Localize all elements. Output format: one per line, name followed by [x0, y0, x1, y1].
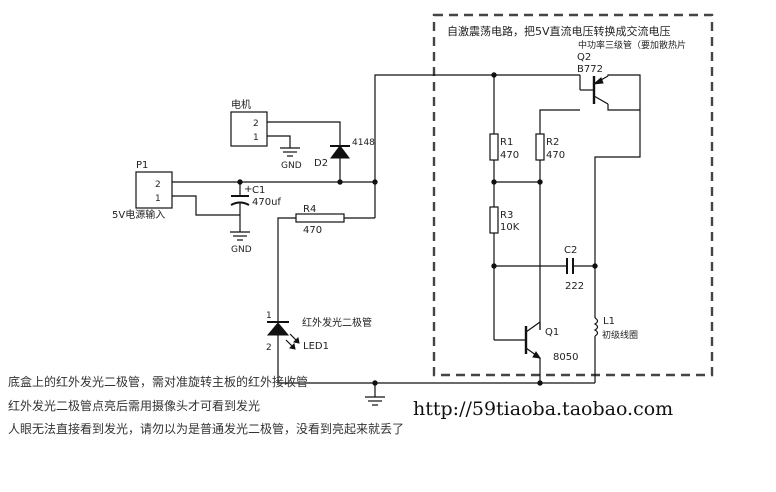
oscillator-boundary-box — [432, 13, 714, 377]
q1-value: 8050 — [553, 352, 578, 363]
led1-pin1: 1 — [266, 311, 272, 321]
r3-resistor: R3 10K — [489, 206, 520, 340]
note-line-2: 红外发光二极管点亮后需用摄像头才可看到发光 — [8, 399, 261, 413]
r2-value: 470 — [546, 150, 565, 161]
motor-label: 电机 — [231, 98, 251, 111]
p1-connector: P1 2 1 5V电源输入 — [112, 160, 173, 221]
r3-value: 10K — [500, 222, 520, 233]
r1-ref: R1 — [500, 137, 513, 148]
c1-ref: C1 — [252, 185, 265, 196]
gnd-label-motor: GND — [281, 161, 302, 171]
q2-transistor: Q2 B772 — [577, 52, 641, 111]
d2-diode: D2 4148 — [314, 138, 375, 182]
c1-value: 470uf — [252, 197, 281, 208]
p1-ref: P1 — [136, 160, 148, 171]
c2-capacitor: C2 222 — [494, 245, 595, 292]
c1-capacitor: + C1 470uf — [230, 182, 281, 232]
note-line-1: 底盒上的红外发光二极管，需对准旋转主板的红外接收管 — [8, 375, 309, 389]
l1-ref: L1 — [603, 316, 615, 327]
q2-value: B772 — [577, 64, 603, 75]
d2-value: 4148 — [352, 138, 375, 148]
c2-value: 222 — [565, 281, 584, 292]
motor-connector: 电机 2 1 — [230, 98, 268, 147]
q2-note: 中功率三级管（要加散热片 — [578, 39, 686, 51]
r4-ref: R4 — [303, 204, 316, 215]
r3-ref: R3 — [500, 210, 513, 221]
led1-ref: LED1 — [303, 341, 329, 352]
r4-value: 470 — [303, 225, 322, 236]
gnd-symbol-motor: GND — [280, 147, 302, 171]
r1-value: 470 — [500, 150, 519, 161]
oscillator-title: 自激震荡电路，把5V直流电压转换成交流电压 — [447, 24, 671, 38]
c1-polarity: + — [244, 184, 252, 195]
gnd-symbol-c1: GND — [230, 231, 252, 255]
l1-label: 初级线圈 — [602, 329, 638, 341]
r2-ref: R2 — [546, 137, 559, 148]
led1-infrared: 1 2 LED1 红外发光二极管 — [266, 311, 372, 383]
p1-label: 5V电源输入 — [112, 208, 165, 221]
gnd-label-c1: GND — [231, 245, 252, 255]
motor-pin2: 2 — [253, 119, 259, 129]
r2-resistor: R2 470 — [535, 109, 580, 330]
q1-transistor: Q1 8050 — [524, 321, 578, 383]
l1-coil: L1 初级线圈 — [593, 316, 638, 383]
r1-resistor: R1 470 — [489, 75, 519, 207]
gnd-symbol-main — [365, 396, 385, 406]
p1-pin1: 1 — [155, 194, 161, 204]
q1-ref: Q1 — [545, 327, 559, 338]
shop-url-link[interactable]: http://59tiaoba.taobao.com — [413, 398, 674, 420]
motor-pin1: 1 — [253, 133, 259, 143]
led1-pin2: 2 — [266, 343, 272, 353]
c2-ref: C2 — [564, 245, 577, 256]
r4-resistor: R4 470 — [295, 204, 345, 236]
note-line-3: 人眼无法直接看到发光，请勿以为是普通发光二极管，没看到亮起来就丢了 — [8, 422, 405, 436]
p1-pin2: 2 — [155, 180, 161, 190]
d2-ref: D2 — [314, 158, 328, 169]
q2-ref: Q2 — [577, 52, 591, 63]
led1-label: 红外发光二极管 — [302, 316, 372, 329]
